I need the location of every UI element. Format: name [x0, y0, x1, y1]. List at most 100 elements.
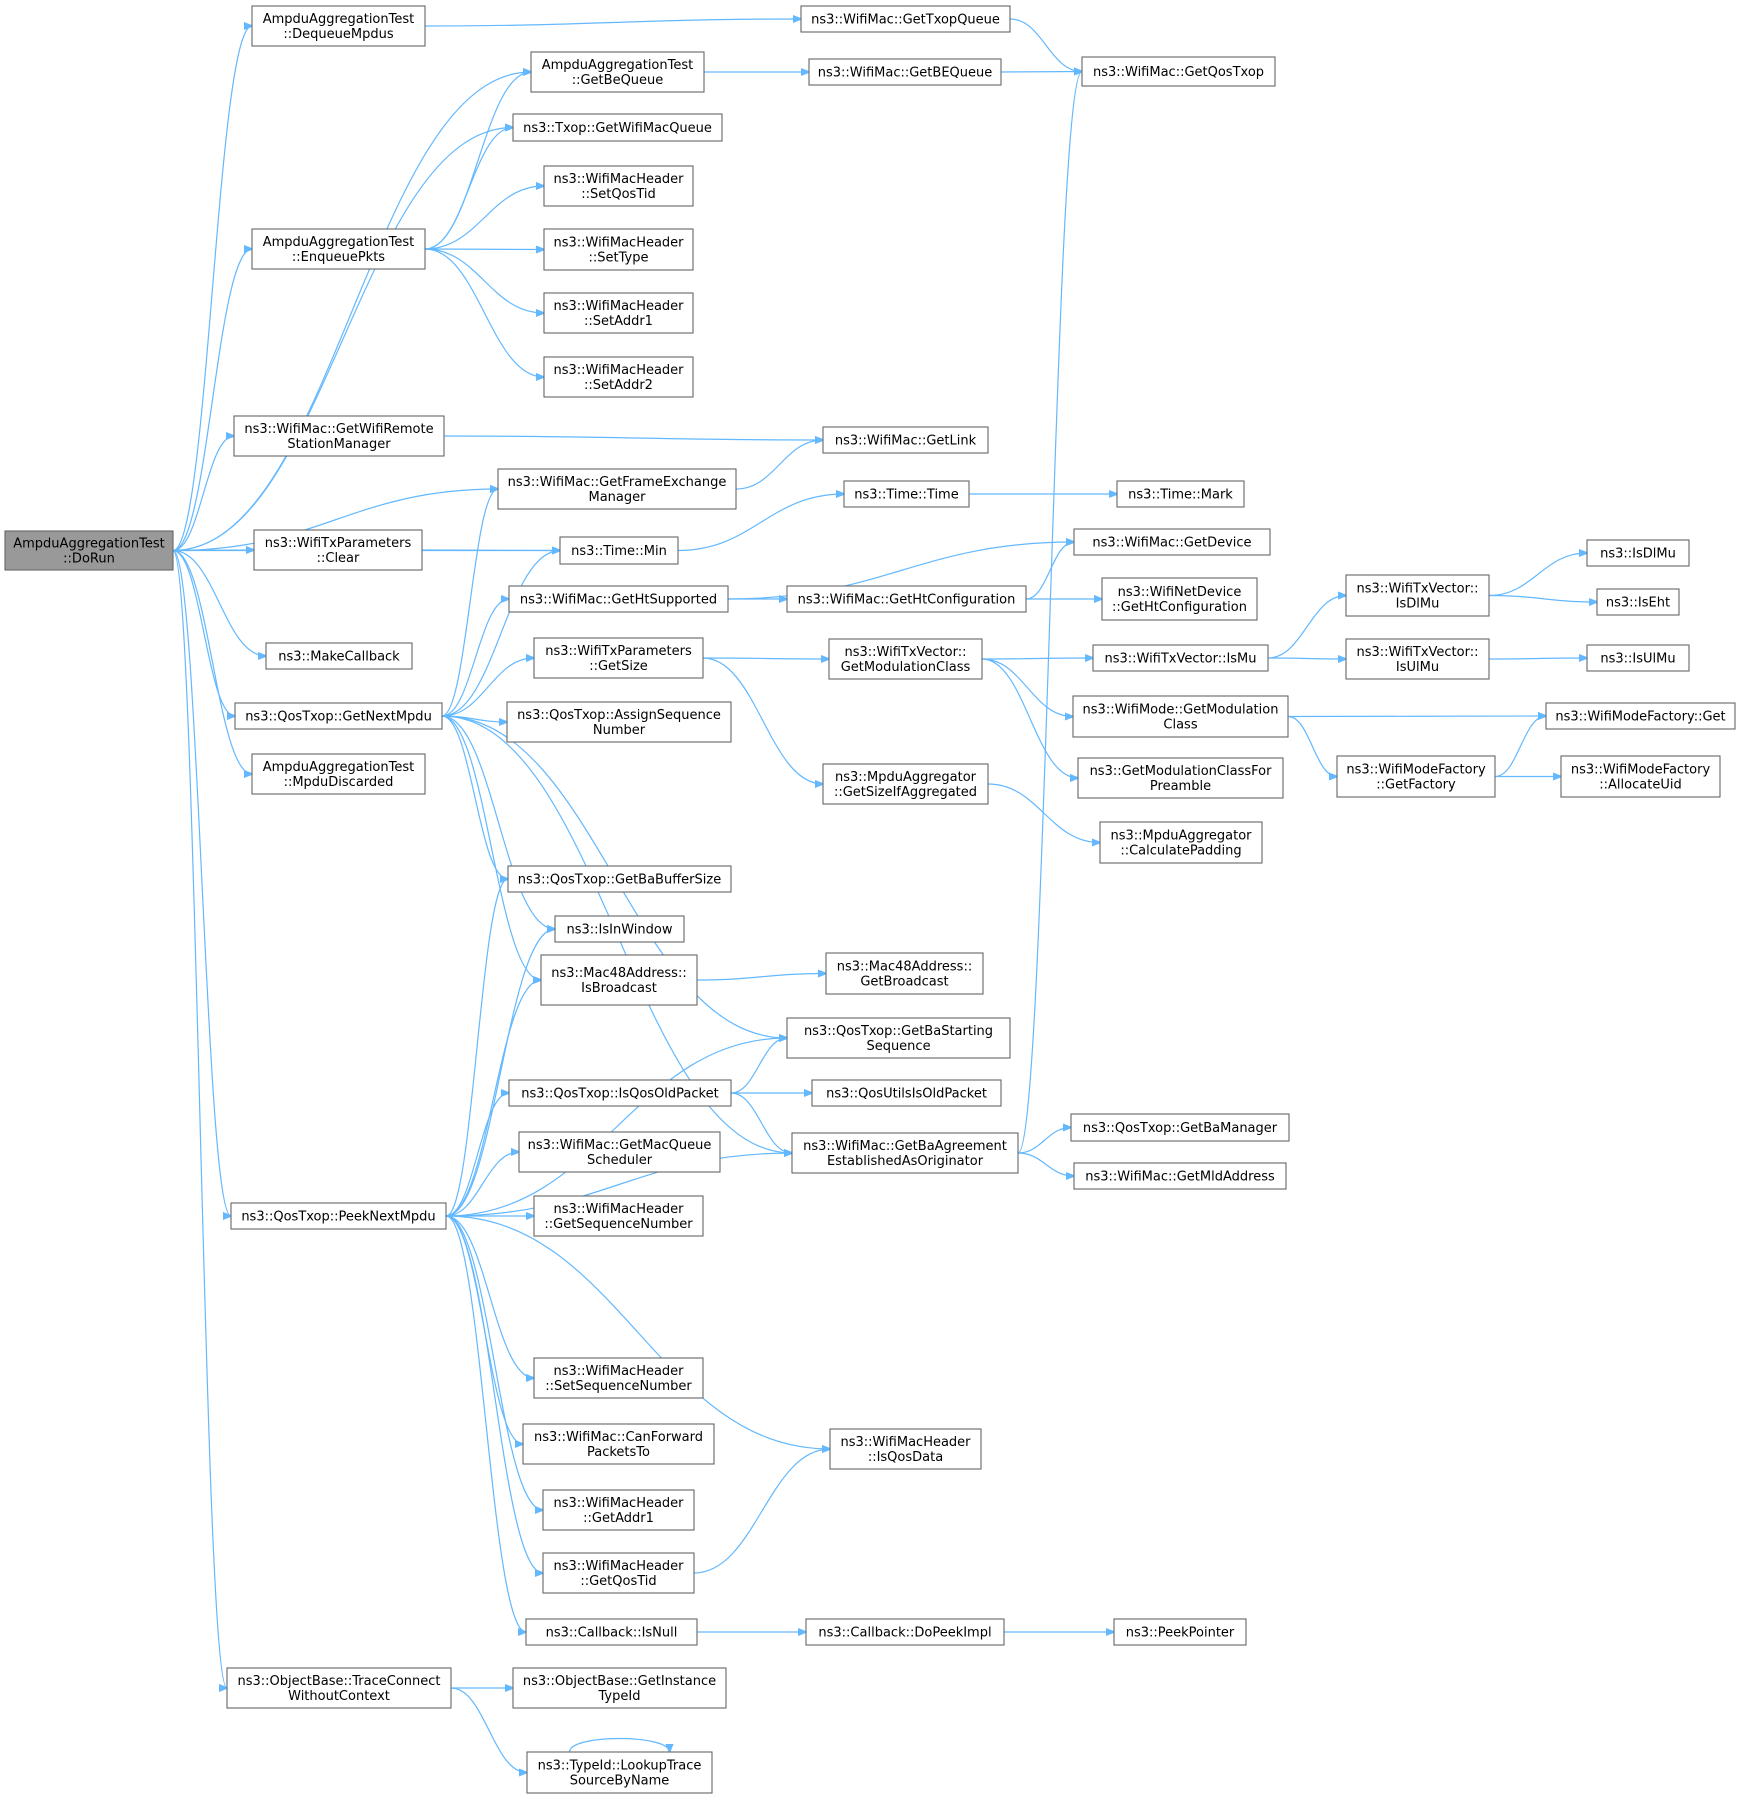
node-getbequeue_m[interactable]: ns3::WifiMac::GetBEQueue [808, 58, 1002, 86]
node-box[interactable] [508, 1079, 732, 1107]
node-calcpadding[interactable]: ns3::MpduAggregator::CalculatePadding [1099, 821, 1263, 864]
node-box[interactable] [554, 915, 685, 943]
node-getmodclass_v[interactable]: ns3::WifiTxVector::GetModulationClass [828, 638, 983, 680]
node-box[interactable] [822, 763, 989, 805]
node-getnextmpdu[interactable]: ns3::QosTxop::GetNextMpdu [234, 702, 443, 730]
node-cbdopeek[interactable]: ns3::Callback::DoPeekImpl [805, 1618, 1005, 1646]
node-getbamanager[interactable]: ns3::QosTxop::GetBaManager [1070, 1113, 1290, 1142]
node-box[interactable] [1070, 1113, 1290, 1142]
node-getmodclass_m[interactable]: ns3::WifiMode::GetModulationClass [1072, 695, 1289, 738]
node-getfactory[interactable]: ns3::WifiModeFactory::GetFactory [1336, 755, 1496, 798]
node-box[interactable] [533, 637, 704, 679]
node-getaddr1[interactable]: ns3::WifiMacHeader::GetAddr1 [542, 1489, 695, 1531]
node-box[interactable] [533, 1357, 704, 1399]
node-box[interactable] [825, 952, 984, 995]
node-setqostid[interactable]: ns3::WifiMacHeader::SetQosTid [543, 165, 694, 207]
node-box[interactable] [1336, 755, 1496, 798]
node-getlink[interactable]: ns3::WifiMac::GetLink [822, 426, 989, 454]
node-box[interactable] [533, 1195, 704, 1237]
node-box[interactable] [540, 954, 698, 1006]
node-box[interactable] [1072, 695, 1289, 738]
node-box[interactable] [1596, 588, 1680, 616]
node-setseqnum[interactable]: ns3::WifiMacHeader::SetSequenceNumber [533, 1357, 704, 1399]
node-dorun[interactable]: AmpduAggregationTest::DoRun [4, 530, 174, 571]
node-box[interactable] [253, 529, 423, 571]
node-box[interactable] [4, 530, 174, 571]
node-box[interactable] [805, 1618, 1005, 1646]
node-settype[interactable]: ns3::WifiMacHeader::SetType [543, 228, 694, 271]
node-enqueuepkts[interactable]: AmpduAggregationTest::EnqueuePkts [251, 228, 426, 270]
node-box[interactable] [542, 1489, 695, 1531]
node-cbisnull[interactable]: ns3::Callback::IsNull [525, 1618, 698, 1646]
node-getbroadcast[interactable]: ns3::Mac48Address::GetBroadcast [825, 952, 984, 995]
node-box[interactable] [251, 753, 426, 795]
node-getbaagreement[interactable]: ns3::WifiMac::GetBaAgreementEstablishedA… [791, 1132, 1019, 1174]
node-box[interactable] [1586, 644, 1690, 672]
node-box[interactable] [508, 585, 729, 613]
node-timemin[interactable]: ns3::Time::Min [559, 536, 679, 565]
node-box[interactable] [786, 585, 1027, 613]
node-getremotemgr[interactable]: ns3::WifiMac::GetWifiRemoteStationManage… [233, 415, 445, 457]
node-mpdudiscarded[interactable]: AmpduAggregationTest::MpduDiscarded [251, 753, 426, 795]
node-gethtconf_nd[interactable]: ns3::WifiNetDevice::GetHtConfiguration [1101, 577, 1258, 621]
node-box[interactable] [543, 165, 694, 207]
node-box[interactable] [530, 51, 705, 93]
node-setaddr2[interactable]: ns3::WifiMacHeader::SetAddr2 [543, 356, 694, 398]
node-box[interactable] [543, 292, 694, 334]
node-box[interactable] [226, 1667, 452, 1709]
node-timetime[interactable]: ns3::Time::Time [843, 480, 970, 508]
node-gethtsupported[interactable]: ns3::WifiMac::GetHtSupported [508, 585, 729, 613]
node-getdevice[interactable]: ns3::WifiMac::GetDevice [1073, 528, 1271, 556]
node-box[interactable] [1077, 757, 1284, 799]
node-iseht[interactable]: ns3::IsEht [1596, 588, 1680, 616]
node-peekpointer[interactable]: ns3::PeekPointer [1113, 1618, 1247, 1646]
node-box[interactable] [1101, 577, 1258, 621]
node-box[interactable] [1113, 1618, 1247, 1646]
node-box[interactable] [800, 5, 1011, 33]
node-box[interactable] [522, 1423, 715, 1465]
node-getwifimacqueue[interactable]: ns3::Txop::GetWifiMacQueue [512, 113, 723, 142]
node-box[interactable] [786, 1017, 1011, 1059]
node-box[interactable] [265, 642, 413, 670]
node-isinwindow[interactable]: ns3::IsInWindow [554, 915, 685, 943]
node-box[interactable] [829, 1428, 982, 1470]
node-box[interactable] [251, 5, 426, 47]
node-box[interactable] [843, 480, 970, 508]
node-getbequeue_t[interactable]: AmpduAggregationTest::GetBeQueue [530, 51, 705, 93]
node-box[interactable] [1586, 539, 1690, 567]
node-getbabuffer[interactable]: ns3::QosTxop::GetBaBufferSize [507, 865, 732, 893]
node-box[interactable] [811, 1079, 1002, 1107]
node-box[interactable] [822, 426, 989, 454]
node-getqostid[interactable]: ns3::WifiMacHeader::GetQosTid [542, 1552, 695, 1594]
node-isdlmu_v[interactable]: ns3::WifiTxVector::IsDlMu [1345, 574, 1490, 617]
node-isqosdata[interactable]: ns3::WifiMacHeader::IsQosData [829, 1428, 982, 1470]
node-makecallback[interactable]: ns3::MakeCallback [265, 642, 413, 670]
node-box[interactable] [506, 701, 732, 743]
node-timemark[interactable]: ns3::Time::Mark [1116, 480, 1245, 508]
node-qosutilsold[interactable]: ns3::QosUtilsIsOldPacket [811, 1079, 1002, 1107]
node-getmldaddress[interactable]: ns3::WifiMac::GetMldAddress [1073, 1162, 1287, 1190]
node-box[interactable] [791, 1132, 1019, 1174]
node-factoryget[interactable]: ns3::WifiModeFactory::Get [1545, 702, 1736, 730]
node-box[interactable] [1345, 638, 1490, 680]
node-box[interactable] [543, 356, 694, 398]
node-box[interactable] [542, 1552, 695, 1594]
node-getseqnum[interactable]: ns3::WifiMacHeader::GetSequenceNumber [533, 1195, 704, 1237]
node-box[interactable] [526, 1751, 713, 1794]
node-getsizeifagg[interactable]: ns3::MpduAggregator::GetSizeIfAggregated [822, 763, 989, 805]
node-isbroadcast[interactable]: ns3::Mac48Address::IsBroadcast [540, 954, 698, 1006]
node-box[interactable] [234, 702, 443, 730]
node-box[interactable] [497, 468, 737, 510]
node-box[interactable] [251, 228, 426, 270]
node-box[interactable] [828, 638, 983, 680]
node-box[interactable] [233, 415, 445, 457]
node-box[interactable] [559, 536, 679, 565]
node-ismu[interactable]: ns3::WifiTxVector::IsMu [1092, 644, 1269, 672]
node-box[interactable] [1081, 56, 1276, 87]
